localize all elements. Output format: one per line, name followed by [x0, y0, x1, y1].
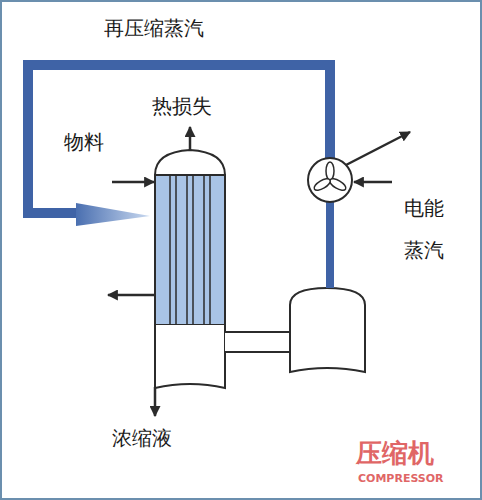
compressor-symbol [308, 158, 352, 202]
flow-arrows [108, 127, 410, 416]
outlet-arrow [108, 294, 155, 297]
separator-vessel [290, 288, 365, 372]
tube-bundle [155, 175, 225, 325]
concentrate-arrow [154, 387, 157, 416]
vapour-riser [326, 202, 334, 288]
pipe-joint [325, 332, 330, 352]
heat-tubes [170, 175, 210, 325]
vapour-inlet-wedge [76, 203, 150, 226]
watermark-text: COMPRESSOR [358, 472, 444, 485]
steam-arrow [354, 181, 392, 184]
compressor-fan [312, 162, 347, 192]
column-dome [155, 150, 225, 175]
feed-label: 物料 [64, 130, 104, 154]
column-bottom [155, 325, 225, 388]
steam-label: 蒸汽 [404, 238, 444, 262]
watermark-text: 压缩机 [356, 438, 434, 469]
heat-loss-label: 热损失 [152, 94, 212, 118]
electric-label: 电能 [404, 196, 444, 220]
heat-loss-arrow [189, 127, 192, 150]
feed-arrow [112, 181, 154, 184]
concentrate-label: 浓缩液 [112, 426, 172, 450]
electric-arrow [346, 132, 410, 165]
pipe-label: 再压缩蒸汽 [104, 16, 204, 40]
